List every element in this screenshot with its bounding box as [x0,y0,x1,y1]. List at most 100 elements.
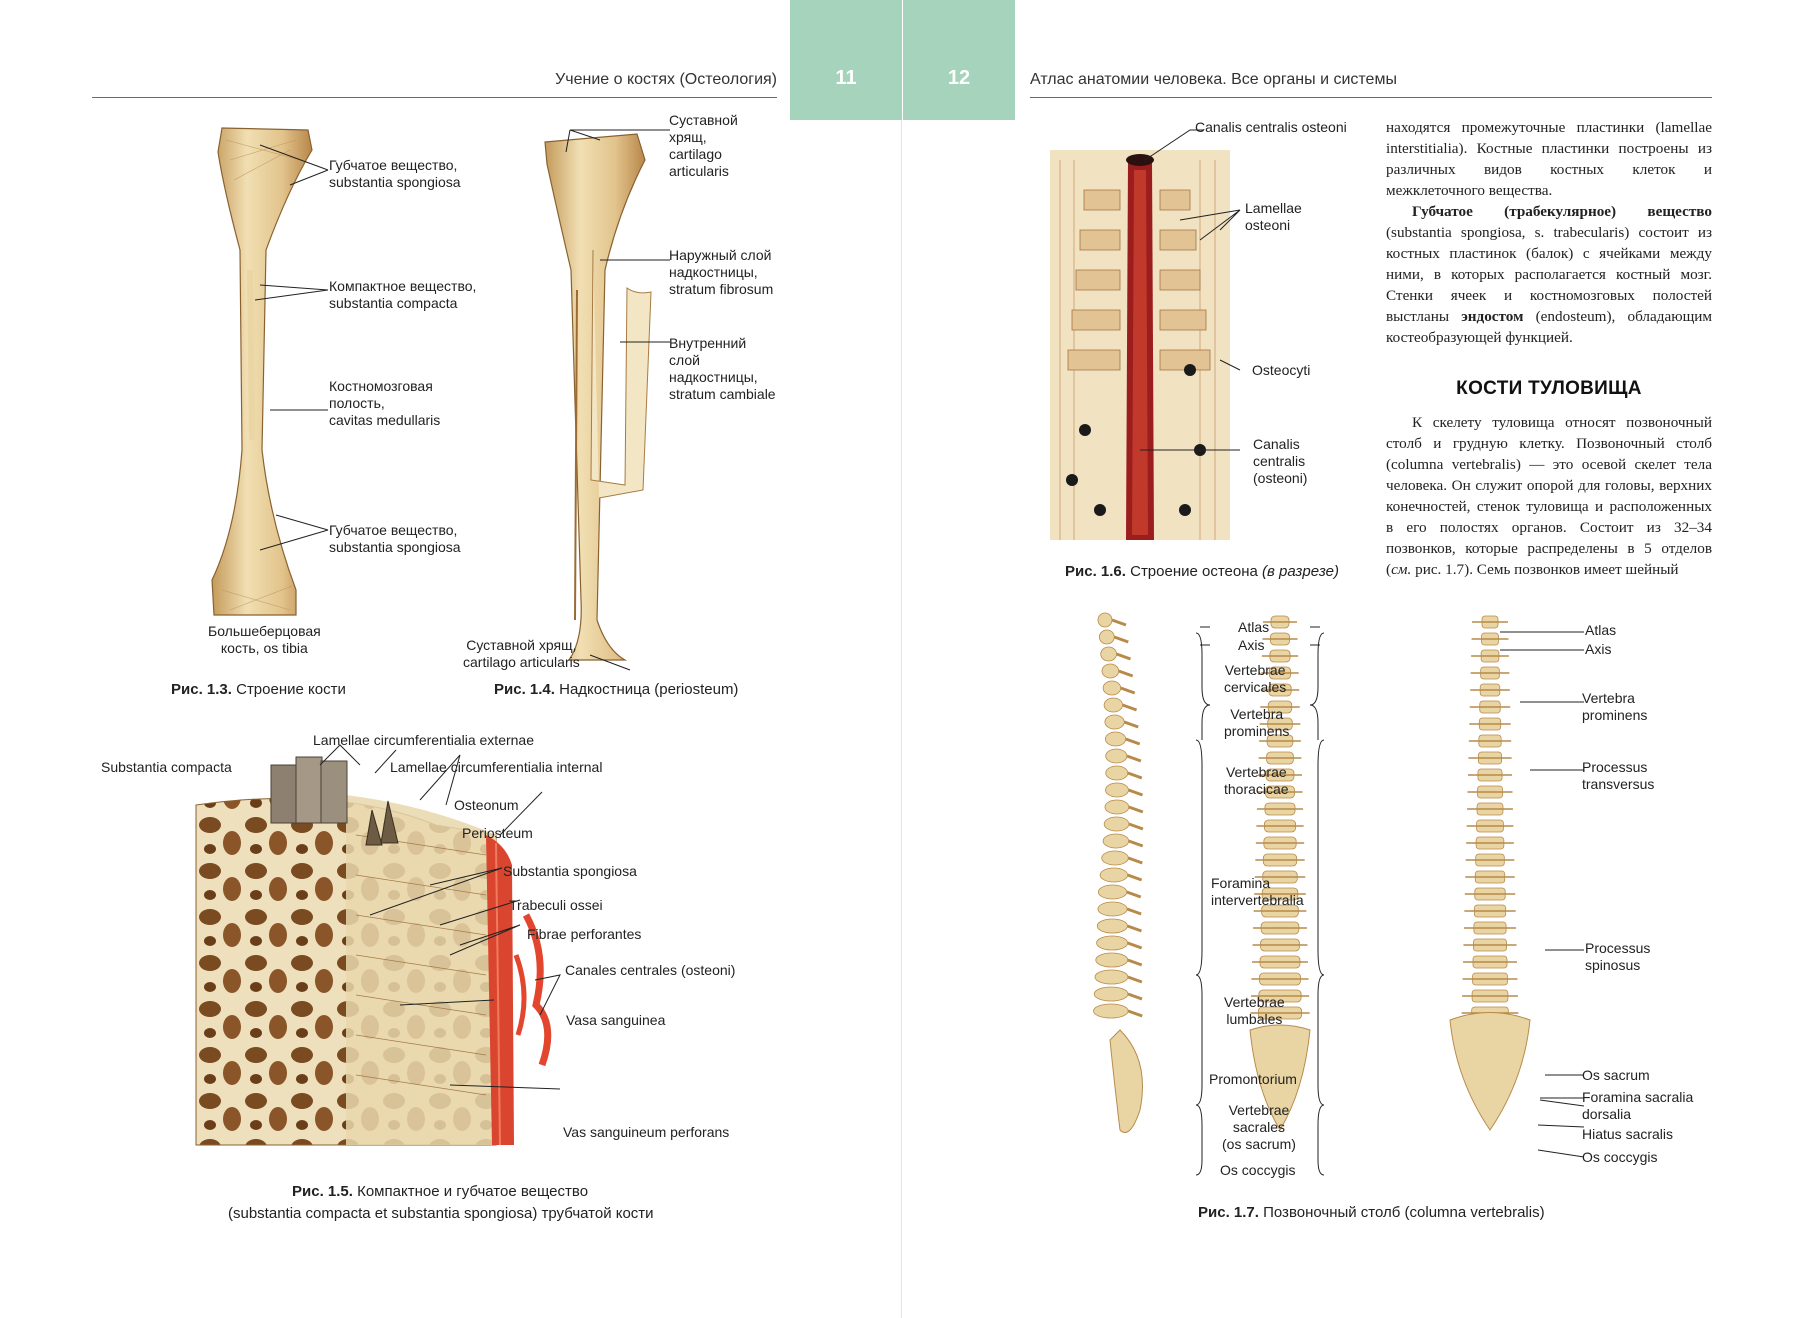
page-number-left: 11 [835,67,857,89]
lateral-spinous-process [1127,958,1143,967]
lateral-spinous-process [1127,788,1143,797]
lateral-vertebra [1102,833,1130,849]
fig-1-3-label-medullaris: Костномозговая полость, cavitas medullar… [329,378,441,428]
lateral-vertebra [1099,867,1129,883]
fig-1-6-label-canalis-centralis: Canalis centralis (osteoni) [1253,436,1308,486]
lateral-spinous-process [1116,652,1132,661]
lateral-spinous-process [1128,822,1144,831]
fig-1-7-label-thoracicae: Vertebrae thoracicae [1224,764,1289,797]
fig-1-4-label-cartilago-bottom: Суставной хрящ, cartilago articularis [463,637,580,670]
fig-1-5-label-periosteum: Periosteum [462,825,533,841]
fig-1-3-leaders [254,144,329,551]
fig-1-5-label-osteonum: Osteonum [454,797,519,813]
fig-1-5-label-canales: Canales centrales (osteoni) [565,962,736,978]
fig-1-6-caption-number: Рис. 1.6. [1065,563,1126,580]
lateral-vertebra [1100,646,1117,662]
fig-1-7-brackets [1195,626,1325,1176]
fig-1-3-label-tibia: Большеберцовая кость, os tibia [208,623,321,656]
term-spongy-substance: Губчатое (трабекулярное) вещество [1412,203,1712,220]
fig-1-3-caption-number: Рис. 1.3. [171,681,232,698]
fig-1-7-label-processus-transversus: Processus transversus [1582,759,1655,792]
fig-1-7-right-leaders [1500,631,1585,1158]
fig-1-7-label-coccygis-center: Os coccygis [1220,1162,1296,1178]
fig-1-7-label-sacrales: Vertebrae sacrales (os sacrum) [1222,1102,1296,1152]
fig-1-7-caption-text: Позвоночный столб (columna vertebralis) [1258,1204,1545,1221]
lateral-spinous-process [1127,771,1143,780]
fig-1-7-label-axis-center: Axis [1238,637,1265,653]
lateral-spinous-process [1128,839,1144,848]
lateral-spinous-process [1127,941,1143,950]
fig-1-7-label-lumbales: Vertebrae lumbales [1224,994,1285,1027]
section-heading-trunk-bones: КОСТИ ТУЛОВИЩА [1456,378,1642,399]
lateral-vertebra [1105,765,1129,781]
lateral-vertebra [1102,680,1122,696]
fig-1-4-caption-number: Рис. 1.4. [494,681,555,698]
fig-1-7-label-prominens-center: Vertebra prominens [1224,706,1290,739]
fig-1-7-label-atlas-center: Atlas [1238,619,1270,635]
anterior-sacrum [1249,1024,1311,1131]
lateral-vertebra [1101,850,1129,866]
fig-1-7-label-atlas-right: Atlas [1585,622,1617,638]
fig-1-5-caption-text-1: Компактное и губчатое вещество [352,1183,589,1200]
fig-1-4-caption-text: Надкостница (periosteum) [554,681,739,698]
running-head-right: Атлас анатомии человека. Все органы и си… [1030,71,1397,88]
fig-1-5-label-spongiosa: Substantia spongiosa [503,863,637,879]
fig-1-7-caption-number: Рис. 1.7. [1198,1204,1259,1221]
fig-1-5-caption-line-2: (substantia compacta et substantia spong… [228,1205,654,1222]
lateral-vertebra [1104,799,1130,815]
lateral-spinous-process [1120,686,1136,695]
paragraph-lamellae-interstitialia: находятся промежуточные пластинки (lamel… [1386,119,1712,199]
lateral-spinous-process [1127,873,1143,882]
lateral-vertebra [1095,952,1129,968]
lateral-spinous-process [1126,924,1142,933]
lateral-vertebra [1093,1003,1129,1019]
fig-1-4-label-fibrosum: Наружный слой надкостницы, stratum fibro… [669,247,774,297]
fig-1-6-label-lamellae: Lamellae osteoni [1245,200,1302,233]
fig-1-3-label-spongiosa-top: Губчатое вещество, substantia spongiosa [329,157,461,190]
fig-1-4-label-cambiale: Внутренний слой надкостницы, stratum cam… [669,335,776,402]
fig-1-7-label-os-sacrum: Os sacrum [1582,1067,1650,1083]
lateral-spinous-process [1126,907,1142,916]
fig-1-7-label-foramina-sacralia: Foramina sacralia dorsalia [1582,1089,1694,1122]
lateral-spinous-process [1127,1009,1143,1018]
paragraph-columna-vertebralis: К скелету туловища относят позвоночный с… [1386,414,1712,578]
fig-1-6-caption-text: Строение остеона [1125,563,1263,580]
lateral-spinous-process [1125,737,1141,746]
fig-1-3-label-spongiosa-bottom: Губчатое вещество, substantia spongiosa [329,522,461,555]
lateral-vertebra [1094,969,1129,985]
fig-1-7-label-processus-spinosus: Processus spinosus [1585,940,1651,973]
lateral-vertebra [1105,731,1127,747]
lateral-vertebra [1101,663,1120,679]
lateral-vertebra [1096,918,1128,934]
fig-1-7-label-foramina-intervertebralia: Foramina intervertebralia [1211,875,1304,908]
lateral-spinous-process [1113,635,1129,644]
lateral-vertebra [1096,935,1129,951]
lateral-vertebra [1103,816,1130,832]
lateral-vertebra [1093,986,1129,1002]
fig-1-7-label-promontorium: Promontorium [1209,1071,1297,1087]
fig-1-4-periosteum-illustration [544,133,652,661]
lateral-spinous-process [1122,703,1138,712]
fig-1-6-caption-italic: (в разрезе) [1262,563,1340,580]
fig-1-3-tibia-illustration [211,127,313,616]
fig-1-5-caption-line-1: Рис. 1.5. Компактное и губчатое вещество [292,1183,588,1200]
fig-1-5-label-lamellae-internal: Lamellae circumferentialia internal [390,759,603,775]
lateral-spinous-process [1126,754,1142,763]
fig-1-7-label-hiatus-sacralis: Hiatus sacralis [1582,1126,1674,1142]
page-gutter [901,0,902,1318]
lateral-spinous-process [1111,618,1127,627]
fig-1-4-label-cartilago-top: Суставной хрящ, cartilago articularis [669,112,738,179]
fig-1-5-label-vas-perforans: Vas sanguineum perforans [563,1124,730,1140]
body-text-lower: К скелету туловища относят позвоночный с… [1386,412,1712,580]
page-tab-12: 12 [903,0,1015,120]
lateral-vertebra [1105,782,1129,798]
term-endosteum: эндостом [1461,308,1524,325]
fig-1-5-label-lamellae-externae: Lamellae circumferentialia externae [313,732,534,748]
fig-1-7-label-axis-right: Axis [1585,641,1612,657]
lateral-vertebra [1098,629,1115,645]
fig-1-5-caption-number: Рис. 1.5. [292,1183,353,1200]
fig-1-6-osteon-illustration [1050,150,1230,540]
fig-1-6-label-osteocyti: Osteocyti [1252,362,1311,378]
header-rule-right [1030,97,1712,98]
fig-1-7-spine-illustration [1093,612,1531,1133]
